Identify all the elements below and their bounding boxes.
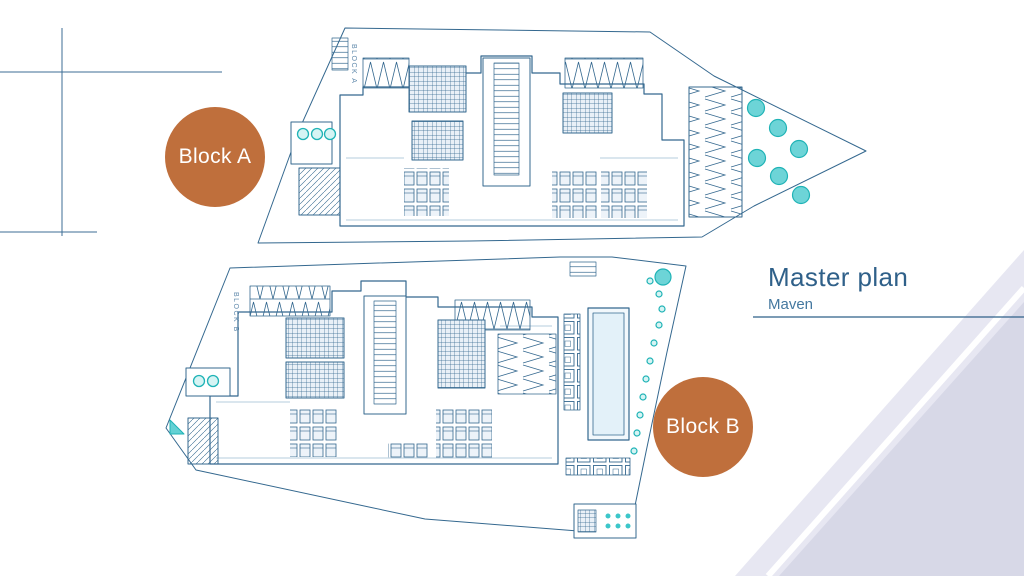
loungers-b1 (290, 407, 338, 457)
cabins-row-b (565, 457, 631, 476)
spa-tub-icon (310, 127, 324, 141)
interior-walls-a (346, 157, 678, 221)
site-boundary-a (257, 27, 867, 244)
tree-icon (769, 166, 789, 186)
block-a-badge-label: Block A (178, 145, 252, 168)
teal-path-dots-b (630, 277, 666, 455)
pergola-panel-b3 (437, 319, 486, 389)
tree-icon (747, 148, 767, 168)
spa-tub-icon (323, 127, 337, 141)
tree-icon (791, 185, 811, 205)
tree-icon (789, 139, 809, 159)
spa-tub-icon (296, 127, 310, 141)
lavender-triangle (779, 302, 1024, 576)
pergola-panel-a3 (562, 92, 613, 134)
tree-icon (746, 98, 766, 118)
site-plan-block-a: BLOCK A (257, 27, 867, 244)
pergola-panel-a2 (411, 120, 464, 161)
spa-annex-a (290, 121, 333, 165)
page-subtitle: Maven (768, 296, 814, 313)
trees-cluster-a (746, 98, 811, 205)
spa-tubs-b (192, 374, 220, 388)
pergola-panel-a1 (408, 65, 467, 113)
cabins-column-b (563, 313, 581, 411)
loungers-a2 (552, 170, 598, 218)
white-stripe (765, 286, 1024, 576)
stairs-a (331, 37, 349, 71)
pool-b (592, 312, 625, 436)
crosshair-decoration (0, 28, 222, 236)
corridor-walkway-b (373, 300, 397, 405)
teal-wedge-b (169, 419, 185, 435)
loungers-b3 (388, 441, 428, 458)
roof-chevron-b (497, 333, 557, 395)
parking-strip-a (688, 86, 743, 218)
plan-b-caption: BLOCK B (232, 292, 239, 333)
title-block: Master plan Maven (768, 262, 908, 313)
corner-decoration (735, 250, 1024, 576)
loungers-b2 (436, 407, 492, 459)
spa-tubs-a (296, 127, 337, 141)
stairs-b (569, 261, 597, 277)
gable-roof-a-left (362, 57, 410, 89)
tree-icon (768, 118, 788, 138)
block-a-badge: Block A (165, 107, 265, 207)
site-plan-block-b: BLOCK B (165, 256, 687, 539)
hatched-terrace-b (187, 417, 219, 465)
spa-tub-icon (206, 374, 220, 388)
plan-a-caption: BLOCK A (350, 44, 357, 84)
loungers-a1 (404, 168, 449, 216)
block-b-badge: Block B (653, 377, 753, 477)
page-title: Master plan (768, 262, 909, 292)
spa-tub-icon (192, 374, 206, 388)
gable-roof-b-left (249, 285, 331, 317)
hatched-terrace-a (298, 167, 341, 216)
tree-icon (654, 268, 672, 286)
site-boundary-b (165, 256, 687, 536)
gable-roof-a-right (564, 57, 644, 89)
loungers-a3 (601, 170, 647, 218)
pergola-panel-b2 (285, 361, 345, 399)
corridor-walkway-a (493, 62, 520, 176)
utility-dots-b (605, 513, 631, 529)
block-b-badge-label: Block B (666, 415, 740, 438)
utility-grid-b (577, 509, 597, 533)
pergola-panel-b1 (285, 317, 345, 359)
